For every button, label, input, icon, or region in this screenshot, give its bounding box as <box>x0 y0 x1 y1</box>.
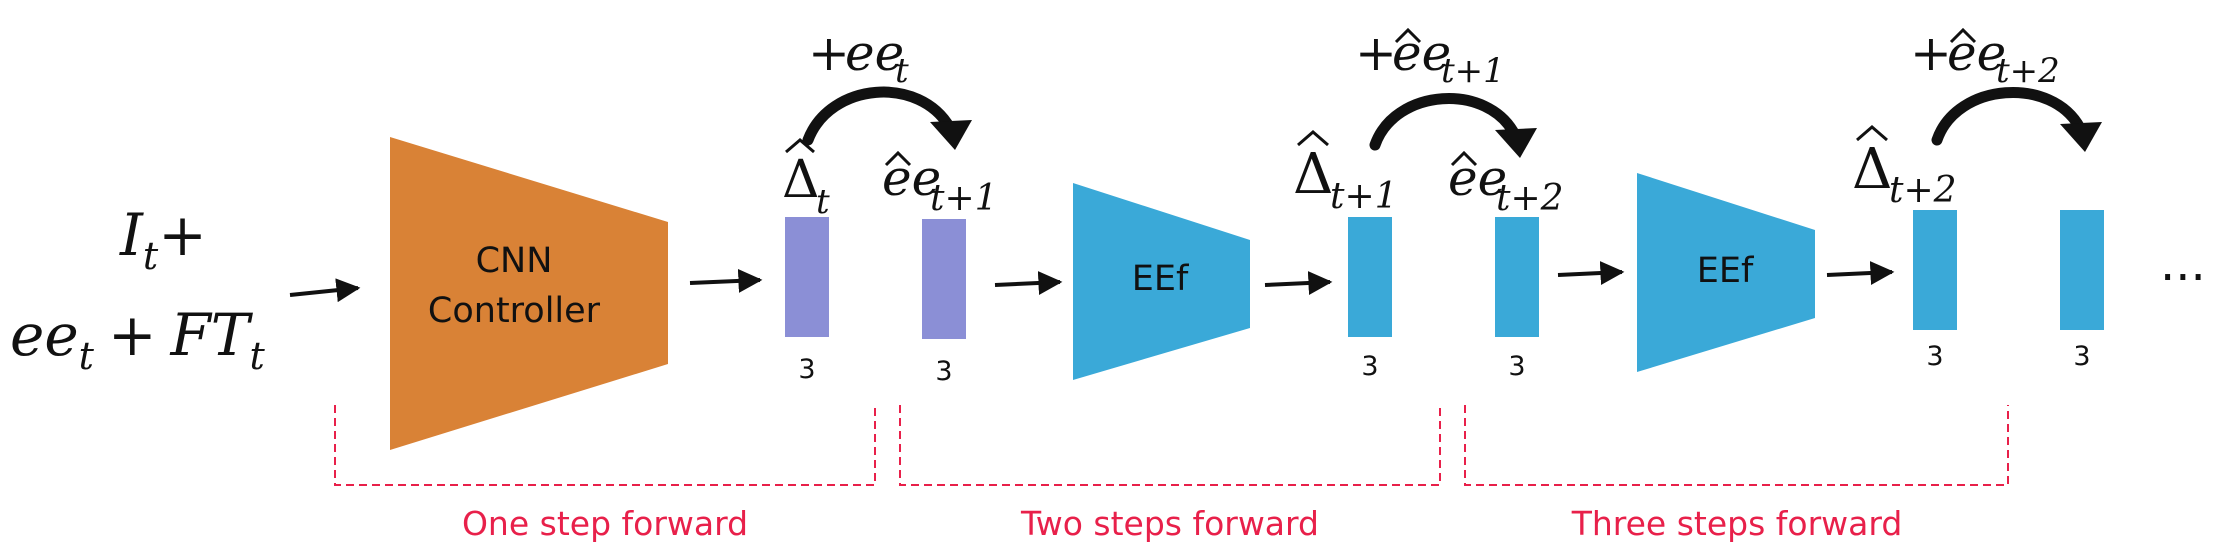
bracket-one-step <box>334 405 876 486</box>
ee-t3-vector <box>2060 210 2104 330</box>
add-ee-t-label: + ee t <box>808 24 909 91</box>
svg-text:ee: ee <box>1947 24 2006 82</box>
eef-label-2: EEf <box>1697 251 1754 291</box>
cnn-label-line-2: Controller <box>428 291 601 331</box>
svg-text:t+2: t+2 <box>1889 170 1957 211</box>
bracket-three-steps <box>1464 405 2009 486</box>
arrow-eef1-to-delta1 <box>1264 271 1333 295</box>
dim-label: 3 <box>1508 351 1525 382</box>
add-ee-t2-label: + ee t+2 <box>1910 24 2060 91</box>
delta-t2-vector <box>1913 210 1957 330</box>
arrow-ee2-to-eef2 <box>1557 261 1625 285</box>
svg-text:t: t <box>895 51 909 91</box>
delta-t1-vector <box>1348 217 1392 337</box>
arrow-ee1-to-eef1 <box>994 271 1063 295</box>
curved-arrow-1 <box>802 86 972 150</box>
eef-label-1: EEf <box>1132 259 1189 299</box>
bracket-two-steps <box>899 405 1441 486</box>
dim-label: 3 <box>1926 341 1943 372</box>
section-label-three-steps: Three steps forward <box>1571 504 1903 543</box>
section-label-two-steps: Two steps forward <box>1020 504 1319 543</box>
dim-label: 3 <box>2073 341 2090 372</box>
svg-text:+: + <box>808 24 850 82</box>
dim-label: 3 <box>1361 351 1378 382</box>
input-line-2: eet+FTt <box>10 301 265 378</box>
ee-t2-label: ee t+2 <box>1448 149 1564 219</box>
input-line-1: It+ <box>119 201 207 278</box>
dim-label: 3 <box>798 354 815 385</box>
svg-text:t+1: t+1 <box>930 178 998 219</box>
delta-t-vector <box>785 217 829 337</box>
svg-text:Δ: Δ <box>782 150 820 210</box>
arrow-eef2-to-delta2 <box>1826 261 1895 285</box>
ee-t1-vector <box>922 219 966 339</box>
arrow-input-to-cnn <box>289 278 361 303</box>
ee-t2-vector <box>1495 217 1539 337</box>
svg-text:t+1: t+1 <box>1330 176 1398 217</box>
svg-text:t+1: t+1 <box>1441 51 1505 91</box>
eef-block-1 <box>1073 183 1250 380</box>
cnn-controller-block <box>390 137 668 450</box>
curved-arrow-2 <box>1369 93 1537 158</box>
svg-text:t+2: t+2 <box>1996 51 2060 91</box>
svg-text:ee: ee <box>1392 24 1451 82</box>
svg-text:t+2: t+2 <box>1496 178 1564 219</box>
svg-text:t: t <box>816 182 830 222</box>
svg-text:+: + <box>1355 24 1397 82</box>
svg-text:ee: ee <box>845 24 904 82</box>
section-label-one-step: One step forward <box>462 504 748 543</box>
dim-label: 3 <box>935 356 952 387</box>
add-ee-t1-label: + ee t+1 <box>1355 24 1505 91</box>
delta-t-label: Δ t <box>782 138 830 222</box>
cnn-label-line-1: CNN <box>476 241 553 281</box>
eef-block-2 <box>1637 173 1815 372</box>
arrow-cnn-to-delta <box>689 268 763 293</box>
svg-text:Δ: Δ <box>1293 142 1333 207</box>
delta-t1-label: Δ t+1 <box>1293 130 1398 217</box>
ee-t1-label: ee t+1 <box>882 149 998 219</box>
delta-t2-label: Δ t+2 <box>1852 125 1957 211</box>
ellipsis: ... <box>2160 236 2206 292</box>
svg-text:Δ: Δ <box>1852 137 1892 202</box>
curved-arrow-3 <box>1931 86 2102 152</box>
svg-text:+: + <box>1910 24 1952 82</box>
